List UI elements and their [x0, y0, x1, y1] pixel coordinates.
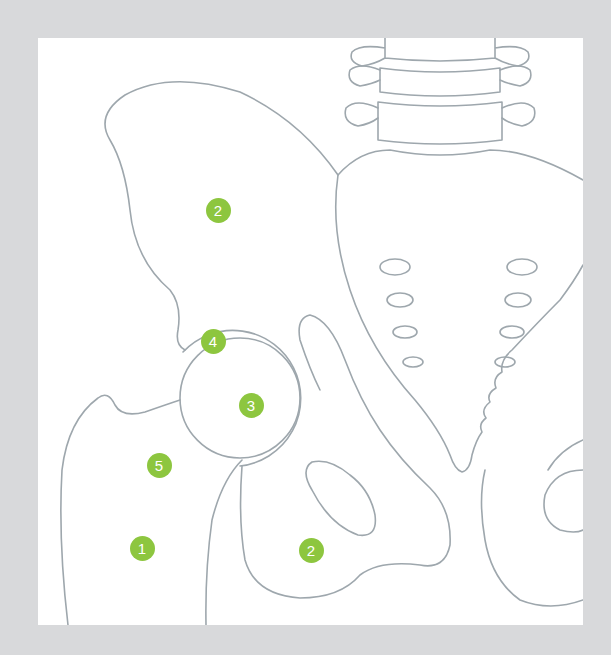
callout-number: 5: [147, 453, 172, 478]
femoral-head: [180, 338, 300, 458]
sacrum: [336, 150, 583, 472]
callout-number: 3: [239, 393, 264, 418]
acetabulum: [183, 330, 301, 466]
callout-number: 1: [130, 536, 155, 561]
vertebra: [351, 38, 529, 66]
sacral-foramen: [380, 259, 537, 367]
callout-number: 2: [206, 198, 231, 223]
callout-number: 2: [299, 538, 324, 563]
vertebra: [349, 66, 531, 86]
hip-illustration: [38, 38, 583, 625]
vertebra: [380, 68, 500, 96]
femur: [61, 395, 180, 625]
obturator-foramen: [306, 461, 375, 535]
vertebra: [378, 102, 502, 144]
femur: [206, 460, 242, 625]
pubis: [241, 315, 451, 598]
callout-number: 4: [201, 329, 226, 354]
ilium: [105, 82, 338, 350]
obturator-foramen: [544, 470, 583, 532]
drawing-panel: 2 4 3 5 1 2: [38, 38, 583, 625]
pubis: [482, 440, 584, 606]
vertebra: [345, 103, 535, 126]
